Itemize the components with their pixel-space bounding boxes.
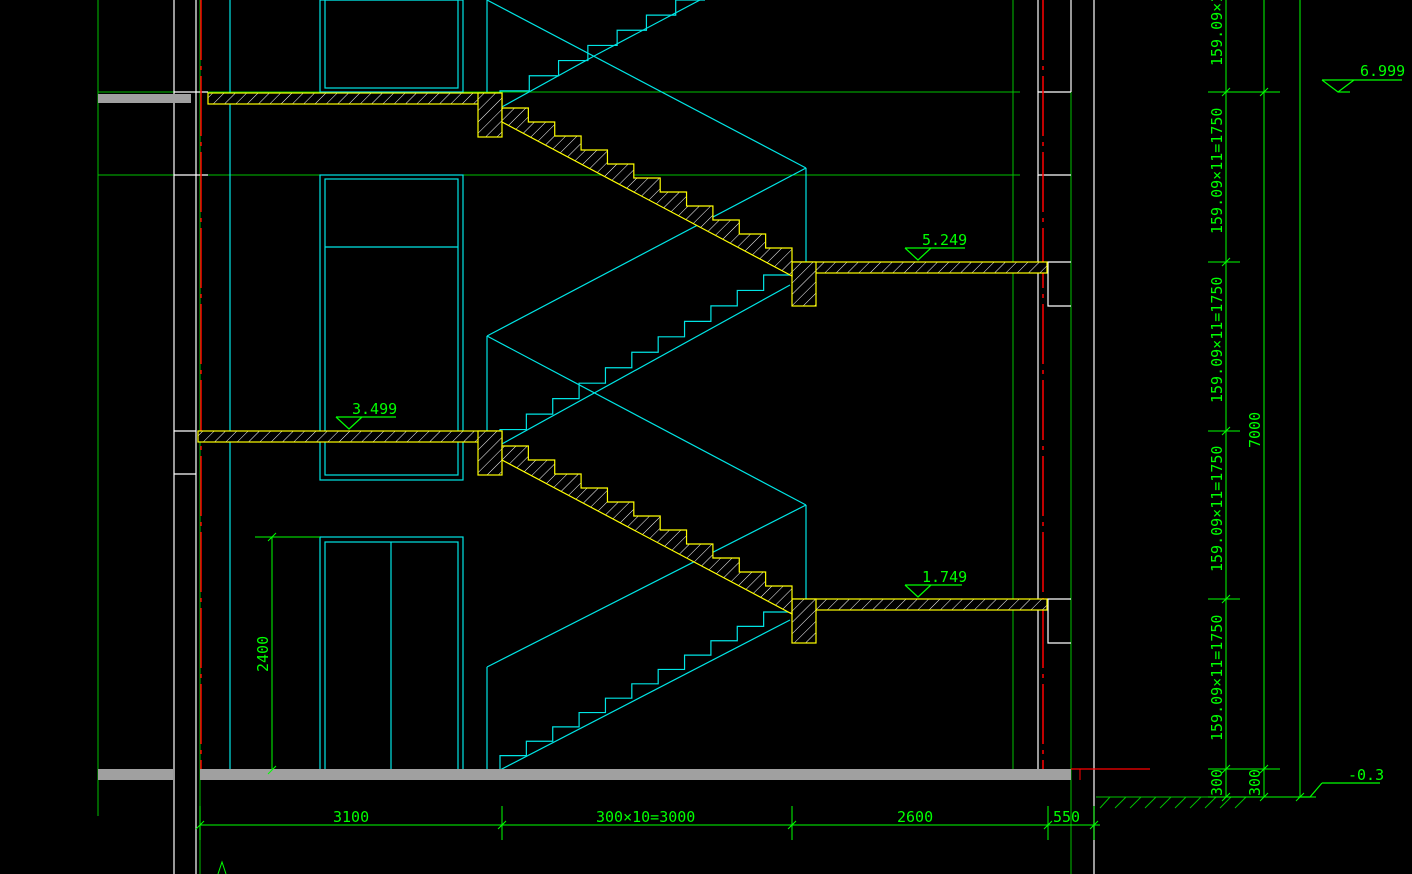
landing-slab-3499: [197, 430, 503, 443]
ground-slab: [98, 94, 1150, 780]
dim-flight-2: 159.09×11=1750: [1208, 277, 1226, 403]
landing-slab-6999: [207, 92, 503, 105]
elevation-3499: 3.499: [352, 400, 397, 418]
cut-flight-upper: [501, 107, 793, 277]
landing-beam-3499: [477, 430, 503, 476]
walls: [173, 0, 1095, 874]
bg-flight-top: [499, 0, 705, 106]
elevation-5249: 5.249: [922, 231, 967, 249]
background-steps: [499, 0, 790, 770]
elevation-1749: 1.749: [922, 568, 967, 586]
vertical-dimensions: [255, 0, 1316, 802]
dim-3100: 3100: [333, 808, 369, 826]
landing-beam-5249: [791, 261, 817, 307]
dim-base-a: 300: [1208, 769, 1226, 796]
dim-total: 7000: [1246, 412, 1264, 448]
landing-beam-1749: [791, 598, 817, 644]
bg-flight-lower: [499, 611, 790, 770]
elevation-ground: -0.3: [1348, 766, 1384, 784]
earth-hatch: [1096, 796, 1250, 809]
dim-flight-4: 159.09×11=1750: [1208, 615, 1226, 741]
dim-flight-1: 159.09×11=1750: [1208, 108, 1226, 234]
dim-2600: 2600: [897, 808, 933, 826]
cut-flight-lower: [501, 445, 793, 615]
landing-beam-6999: [477, 92, 503, 138]
dim-flight-top: 159.09×1: [1208, 0, 1226, 66]
dim-door-height: 2400: [254, 636, 272, 672]
dim-base-b: 300: [1246, 769, 1264, 796]
landing-slab-5249: [791, 261, 1048, 274]
dim-flight-3: 159.09×11=1750: [1208, 446, 1226, 572]
landing-slab-1749: [791, 598, 1048, 611]
center-lines: [200, 0, 1044, 770]
horizontal-dimensions: [195, 806, 1100, 874]
cut-elements: [197, 92, 1048, 644]
elevation-6999: 6.999: [1360, 62, 1405, 80]
dim-3000: 300×10=3000: [596, 808, 695, 826]
stair-outlines: [486, 0, 807, 771]
dim-550: 550: [1053, 808, 1080, 826]
bg-flight-middle: [499, 274, 790, 445]
